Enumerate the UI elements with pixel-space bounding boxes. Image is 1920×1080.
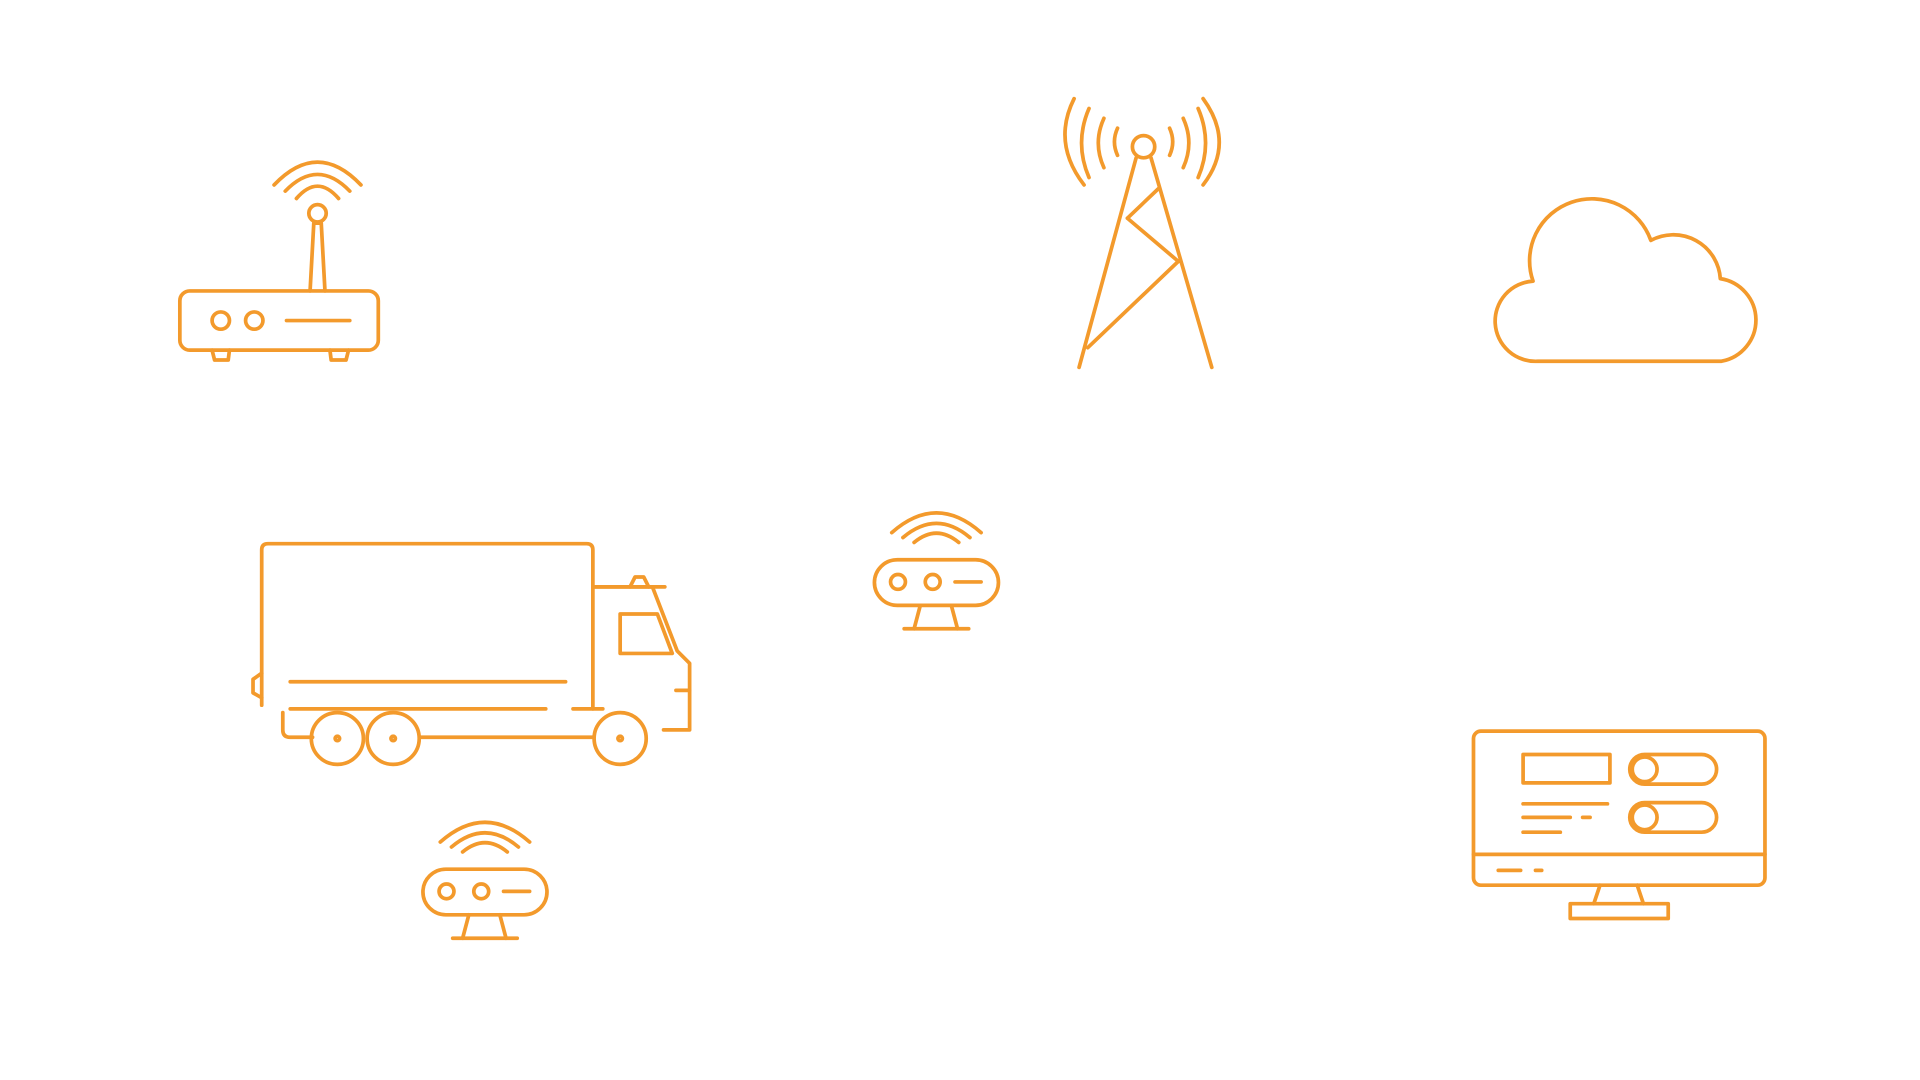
cell-tower-icon (1063, 96, 1221, 370)
wireless-sensor-icon (872, 511, 1001, 631)
wireless-sensor-icon (421, 820, 549, 941)
monitor-dashboard-icon (1471, 729, 1767, 921)
router-icon (177, 160, 381, 362)
truck-icon (251, 541, 692, 767)
cloud-icon (1493, 196, 1758, 364)
